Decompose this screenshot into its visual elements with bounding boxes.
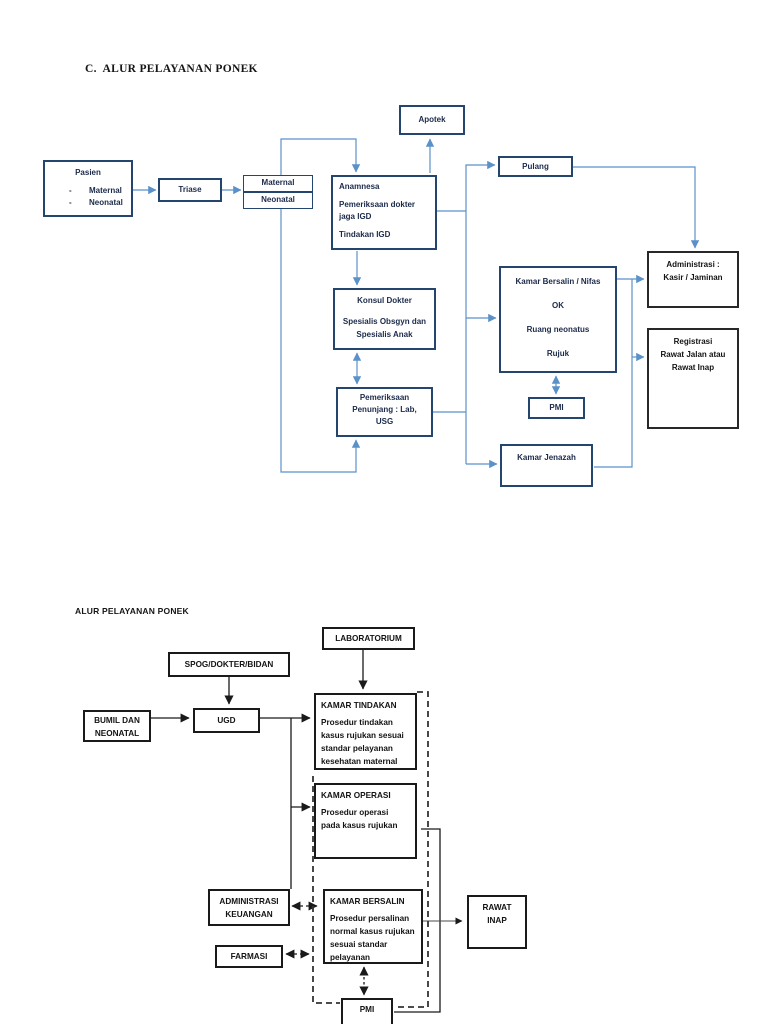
box-bumil-neonatal: BUMIL DAN NEONATAL [83,710,151,742]
box-laboratorium: LABORATORIUM [322,627,415,650]
diagram2-heading: ALUR PELAYANAN PONEK [75,606,189,616]
box-kamar-bersalin: KAMAR BERSALIN Prosedur persalinan norma… [323,889,423,964]
box-triase: Triase [158,178,222,202]
bullet-dash: - [69,198,72,207]
box-rawat-inap: RAWAT INAP [467,895,527,949]
box-ugd: UGD [193,708,260,733]
section-heading: C. ALUR PELAYANAN PONEK [85,63,258,75]
box-registrasi: Registrasi Rawat Jalan atau Rawat Inap [647,328,739,429]
kamar-operasi-title: KAMAR OPERASI [321,791,391,800]
bullet-dash: - [69,186,72,195]
box-administrasi-kasir: Administrasi : Kasir / Jaminan [647,251,739,308]
box-kamar-operasi: KAMAR OPERASI Prosedur operasi pada kasu… [314,783,417,859]
box-pulang: Pulang [498,156,573,177]
box-kamar-tindakan: KAMAR TINDAKAN Prosedur tindakan kasus r… [314,693,417,770]
box-anamnesa: Anamnesa Pemeriksaan dokter jaga IGD Tin… [331,175,437,250]
kamar-tindakan-title: KAMAR TINDAKAN [321,701,397,710]
box-pasien: Pasien - Maternal - Neonatal [43,160,133,217]
box-konsul-dokter: Konsul Dokter Spesialis Obsgyn dan Spesi… [333,288,436,350]
box-farmasi: FARMASI [215,945,283,968]
box-administrasi-keuangan: ADMINISTRASI KEUANGAN [208,889,290,926]
pasien-item-neonatal: - Neonatal [69,198,123,207]
box-pmi-bottom: PMI [341,998,393,1024]
box-kamar-bersalin-nifas: Kamar Bersalin / Nifas OK Ruang neonatus… [499,266,617,373]
box-spog-dokter-bidan: SPOG/DOKTER/BIDAN [168,652,290,677]
box-pemeriksaan-penunjang: Pemeriksaan Penunjang : Lab, USG [336,387,433,437]
box-pmi: PMI [528,397,585,419]
line-pulang-administrasi [573,166,700,249]
dashed-loop-right [394,691,429,1008]
box-maternal: Maternal [243,175,313,192]
pasien-title: Pasien [75,168,101,177]
line-neonatal-pemeriksaan [280,208,361,473]
line-main-pulang [465,160,496,464]
pasien-item-maternal: - Maternal [69,186,122,195]
line-maternal-anamnesa [280,138,361,175]
line-right-vertical [594,279,633,468]
kamar-bersalin-title: KAMAR BERSALIN [330,897,405,906]
box-neonatal: Neonatal [243,192,313,209]
box-apotek: Apotek [399,105,465,135]
box-kamar-jenazah: Kamar Jenazah [500,444,593,487]
dashed-loop-left [312,776,340,1004]
